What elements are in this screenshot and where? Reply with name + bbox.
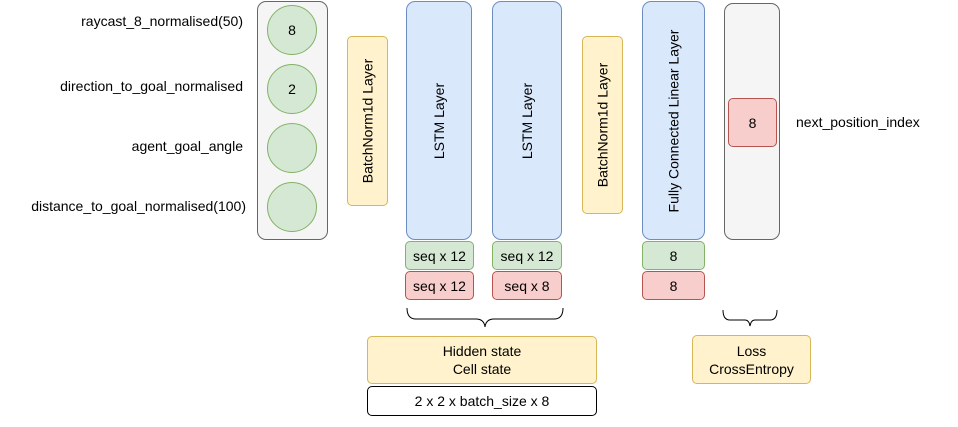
lstm-layer-2-label: LSTM Layer bbox=[519, 82, 535, 159]
hidden-state-dims: 2 x 2 x batch_size x 8 bbox=[367, 386, 597, 416]
loss-label: Loss bbox=[736, 342, 767, 359]
input-node-raycast: 8 bbox=[267, 5, 317, 55]
output-brace bbox=[722, 309, 778, 327]
hidden-state-label: Hidden state bbox=[442, 343, 522, 359]
fc-output-shape-green: 8 bbox=[642, 241, 705, 270]
fully-connected-layer: Fully Connected Linear Layer bbox=[642, 1, 705, 240]
lstm-2-hidden-shape: seq x 8 bbox=[492, 271, 562, 300]
lstm-brace bbox=[406, 307, 564, 328]
lstm-layer-1-label: LSTM Layer bbox=[431, 82, 447, 159]
loss-function-label: CrossEntropy bbox=[709, 360, 794, 377]
batchnorm-layer-1: BatchNorm1d Layer bbox=[347, 36, 388, 206]
cell-state-label: Cell state bbox=[452, 361, 512, 377]
batchnorm-layer-2: BatchNorm1d Layer bbox=[582, 36, 623, 214]
fc-output-shape-red: 8 bbox=[642, 271, 705, 300]
lstm-2-output-shape: seq x 12 bbox=[492, 241, 562, 270]
fully-connected-layer-label: Fully Connected Linear Layer bbox=[665, 29, 682, 212]
input-node-angle bbox=[267, 123, 317, 173]
loss-box: Loss CrossEntropy bbox=[692, 335, 811, 384]
batchnorm-layer-1-label: BatchNorm1d Layer bbox=[359, 58, 376, 184]
lstm-layer-1: LSTM Layer bbox=[406, 1, 472, 240]
input-layer-panel: 8 2 bbox=[257, 1, 328, 240]
input-label-raycast: raycast_8_normalised(50) bbox=[81, 13, 243, 29]
input-node-direction: 2 bbox=[267, 64, 317, 114]
input-label-distance: distance_to_goal_normalised(100) bbox=[31, 198, 246, 214]
lstm-1-hidden-shape: seq x 12 bbox=[405, 271, 474, 300]
lstm-1-output-shape: seq x 12 bbox=[405, 241, 474, 270]
lstm-layer-2: LSTM Layer bbox=[492, 1, 562, 240]
batchnorm-layer-2-label: BatchNorm1d Layer bbox=[594, 62, 611, 188]
input-label-direction: direction_to_goal_normalised bbox=[60, 78, 243, 94]
output-layer-panel: 8 bbox=[724, 3, 780, 240]
hidden-state-box: Hidden state Cell state bbox=[367, 336, 597, 384]
input-node-distance bbox=[267, 182, 317, 232]
input-label-angle: agent_goal_angle bbox=[131, 138, 243, 154]
output-label: next_position_index bbox=[796, 114, 920, 130]
output-node: 8 bbox=[728, 98, 777, 147]
